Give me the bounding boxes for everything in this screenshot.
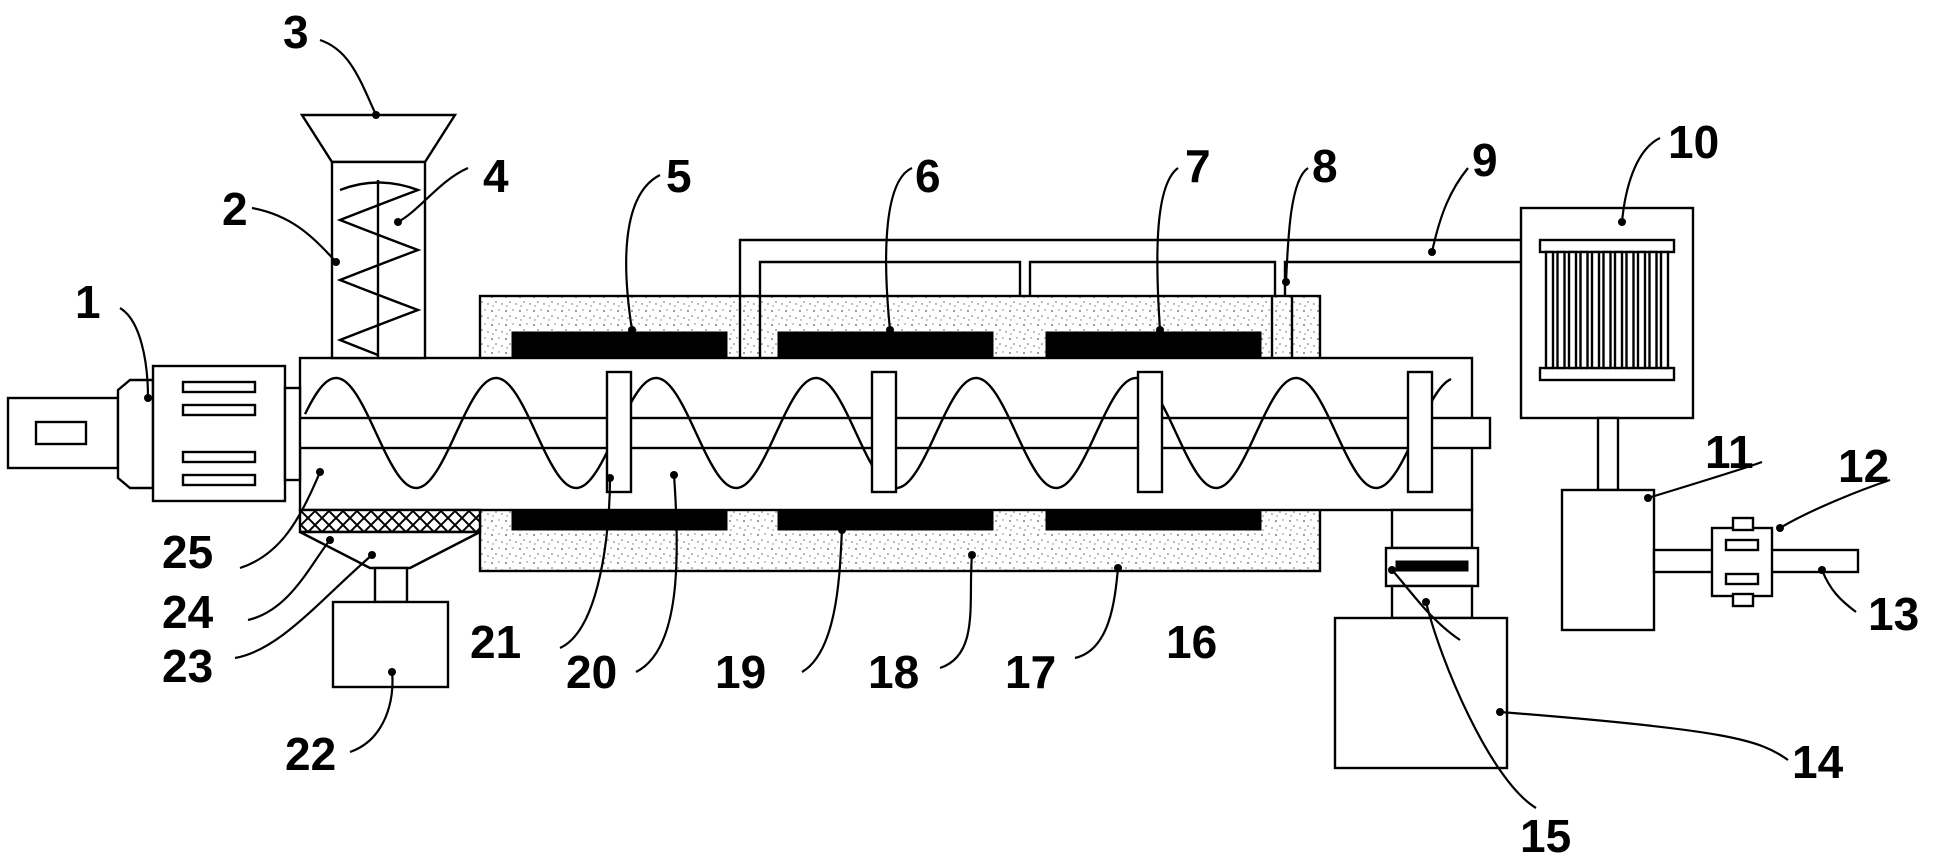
label-11: 11 bbox=[1705, 426, 1754, 478]
label-23: 23 bbox=[162, 640, 213, 692]
label-22: 22 bbox=[285, 728, 336, 780]
label-16: 16 bbox=[1166, 616, 1217, 668]
label-17: 17 bbox=[1005, 646, 1056, 698]
label-8: 8 bbox=[1312, 140, 1338, 192]
label-7: 7 bbox=[1185, 140, 1211, 192]
anchor-dots bbox=[144, 111, 1826, 716]
label-1: 1 bbox=[75, 276, 101, 328]
condenser-fin bbox=[1590, 250, 1601, 370]
condenser-fin bbox=[1567, 250, 1578, 370]
label-12: 12 bbox=[1838, 440, 1889, 492]
condenser-fin bbox=[1556, 250, 1566, 370]
label-4: 4 bbox=[483, 150, 509, 202]
condenser-fin bbox=[1602, 250, 1612, 370]
discharge-outlet bbox=[1333, 508, 1509, 770]
label-25: 25 bbox=[162, 526, 213, 578]
label-24: 24 bbox=[162, 586, 214, 638]
condenser-fin bbox=[1613, 250, 1624, 370]
label-3: 3 bbox=[283, 6, 309, 58]
support-rings bbox=[605, 370, 1434, 494]
label-15: 15 bbox=[1520, 810, 1571, 862]
reference-numerals: 1 2 3 4 5 6 7 8 9 10 11 12 13 14 15 16 1… bbox=[75, 6, 1919, 862]
label-14: 14 bbox=[1792, 736, 1844, 788]
label-6: 6 bbox=[915, 150, 941, 202]
label-18: 18 bbox=[868, 646, 919, 698]
label-9: 9 bbox=[1472, 134, 1498, 186]
liquid-tank bbox=[1560, 416, 1860, 632]
heating-plates bbox=[511, 331, 1262, 531]
label-13: 13 bbox=[1868, 588, 1919, 640]
condenser-fin bbox=[1659, 250, 1670, 370]
label-19: 19 bbox=[715, 646, 766, 698]
drive-motor bbox=[6, 364, 302, 503]
condenser bbox=[1519, 206, 1695, 420]
label-10: 10 bbox=[1668, 116, 1719, 168]
label-20: 20 bbox=[566, 646, 617, 698]
condenser-fin bbox=[1544, 250, 1555, 370]
condenser-fin bbox=[1648, 250, 1658, 370]
discharge-mesh bbox=[298, 508, 482, 689]
feed-hopper bbox=[299, 113, 458, 360]
leader-lines bbox=[119, 38, 1891, 809]
condenser-fin bbox=[1636, 250, 1647, 370]
label-5: 5 bbox=[666, 150, 692, 202]
label-2: 2 bbox=[222, 183, 248, 235]
condenser-fin bbox=[1625, 250, 1635, 370]
condenser-fin bbox=[1579, 250, 1589, 370]
label-21: 21 bbox=[470, 616, 521, 668]
